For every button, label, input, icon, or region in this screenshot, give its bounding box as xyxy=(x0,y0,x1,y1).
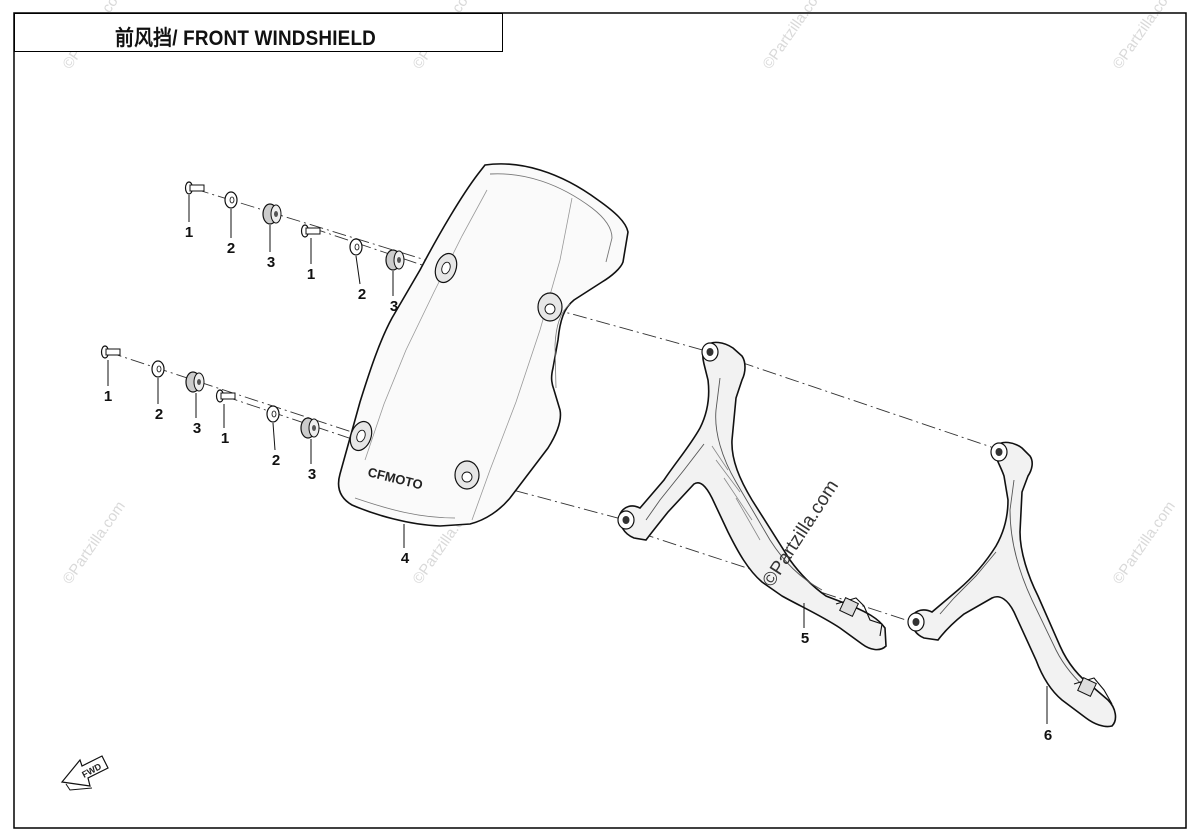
leader-lines xyxy=(107,195,1048,724)
washer xyxy=(224,191,238,209)
callout-label: 1 xyxy=(185,224,193,241)
callout-label: 1 xyxy=(221,430,229,447)
callout-label: 3 xyxy=(193,420,201,437)
page-title: 前风挡/ FRONT WINDSHIELD xyxy=(115,27,377,50)
callout-label: 3 xyxy=(308,466,316,483)
callout-label: 3 xyxy=(267,254,275,271)
title-box: 前风挡/ FRONT WINDSHIELD xyxy=(14,13,503,52)
callout-label: 6 xyxy=(1044,727,1052,744)
washer xyxy=(349,238,363,256)
grommet xyxy=(262,203,282,225)
callout-label: 5 xyxy=(801,630,809,647)
mounting-boss xyxy=(454,460,480,490)
watermark: ©Partzilla.com xyxy=(1109,498,1179,587)
left-bracket xyxy=(617,341,887,651)
hardware xyxy=(100,181,405,439)
callout-label: 2 xyxy=(272,452,280,469)
grommet xyxy=(300,417,320,439)
callout-label: 2 xyxy=(155,406,163,423)
mounting-boss xyxy=(434,252,458,284)
callout-label: 3 xyxy=(390,298,398,315)
mounting-boss xyxy=(349,420,373,452)
callouts: 1 2 3 1 2 3 1 2 3 1 2 3 4 5 6 xyxy=(104,224,1052,744)
windshield: CFMOTO xyxy=(337,163,629,527)
callout-label: 4 xyxy=(401,550,410,567)
callout-label: 2 xyxy=(358,286,366,303)
washer xyxy=(151,360,165,378)
grommet xyxy=(185,371,205,393)
callout-label: 1 xyxy=(104,388,112,405)
bolt xyxy=(215,389,236,403)
watermark: ©Partzilla.com xyxy=(59,498,129,587)
right-bracket xyxy=(907,441,1117,728)
mounting-boss xyxy=(537,292,563,322)
callout-label: 2 xyxy=(227,240,235,257)
diagram-border xyxy=(13,12,1187,829)
washer xyxy=(266,405,280,423)
callout-label: 1 xyxy=(307,266,315,283)
bolt xyxy=(300,224,321,238)
bolt xyxy=(100,345,121,359)
watermark: ©Partzilla.com xyxy=(759,0,829,72)
fwd-arrow-icon: FWD xyxy=(60,755,109,791)
bolt xyxy=(184,181,205,195)
watermark: ©Partzilla.com xyxy=(1109,0,1179,72)
grommet xyxy=(385,249,405,271)
